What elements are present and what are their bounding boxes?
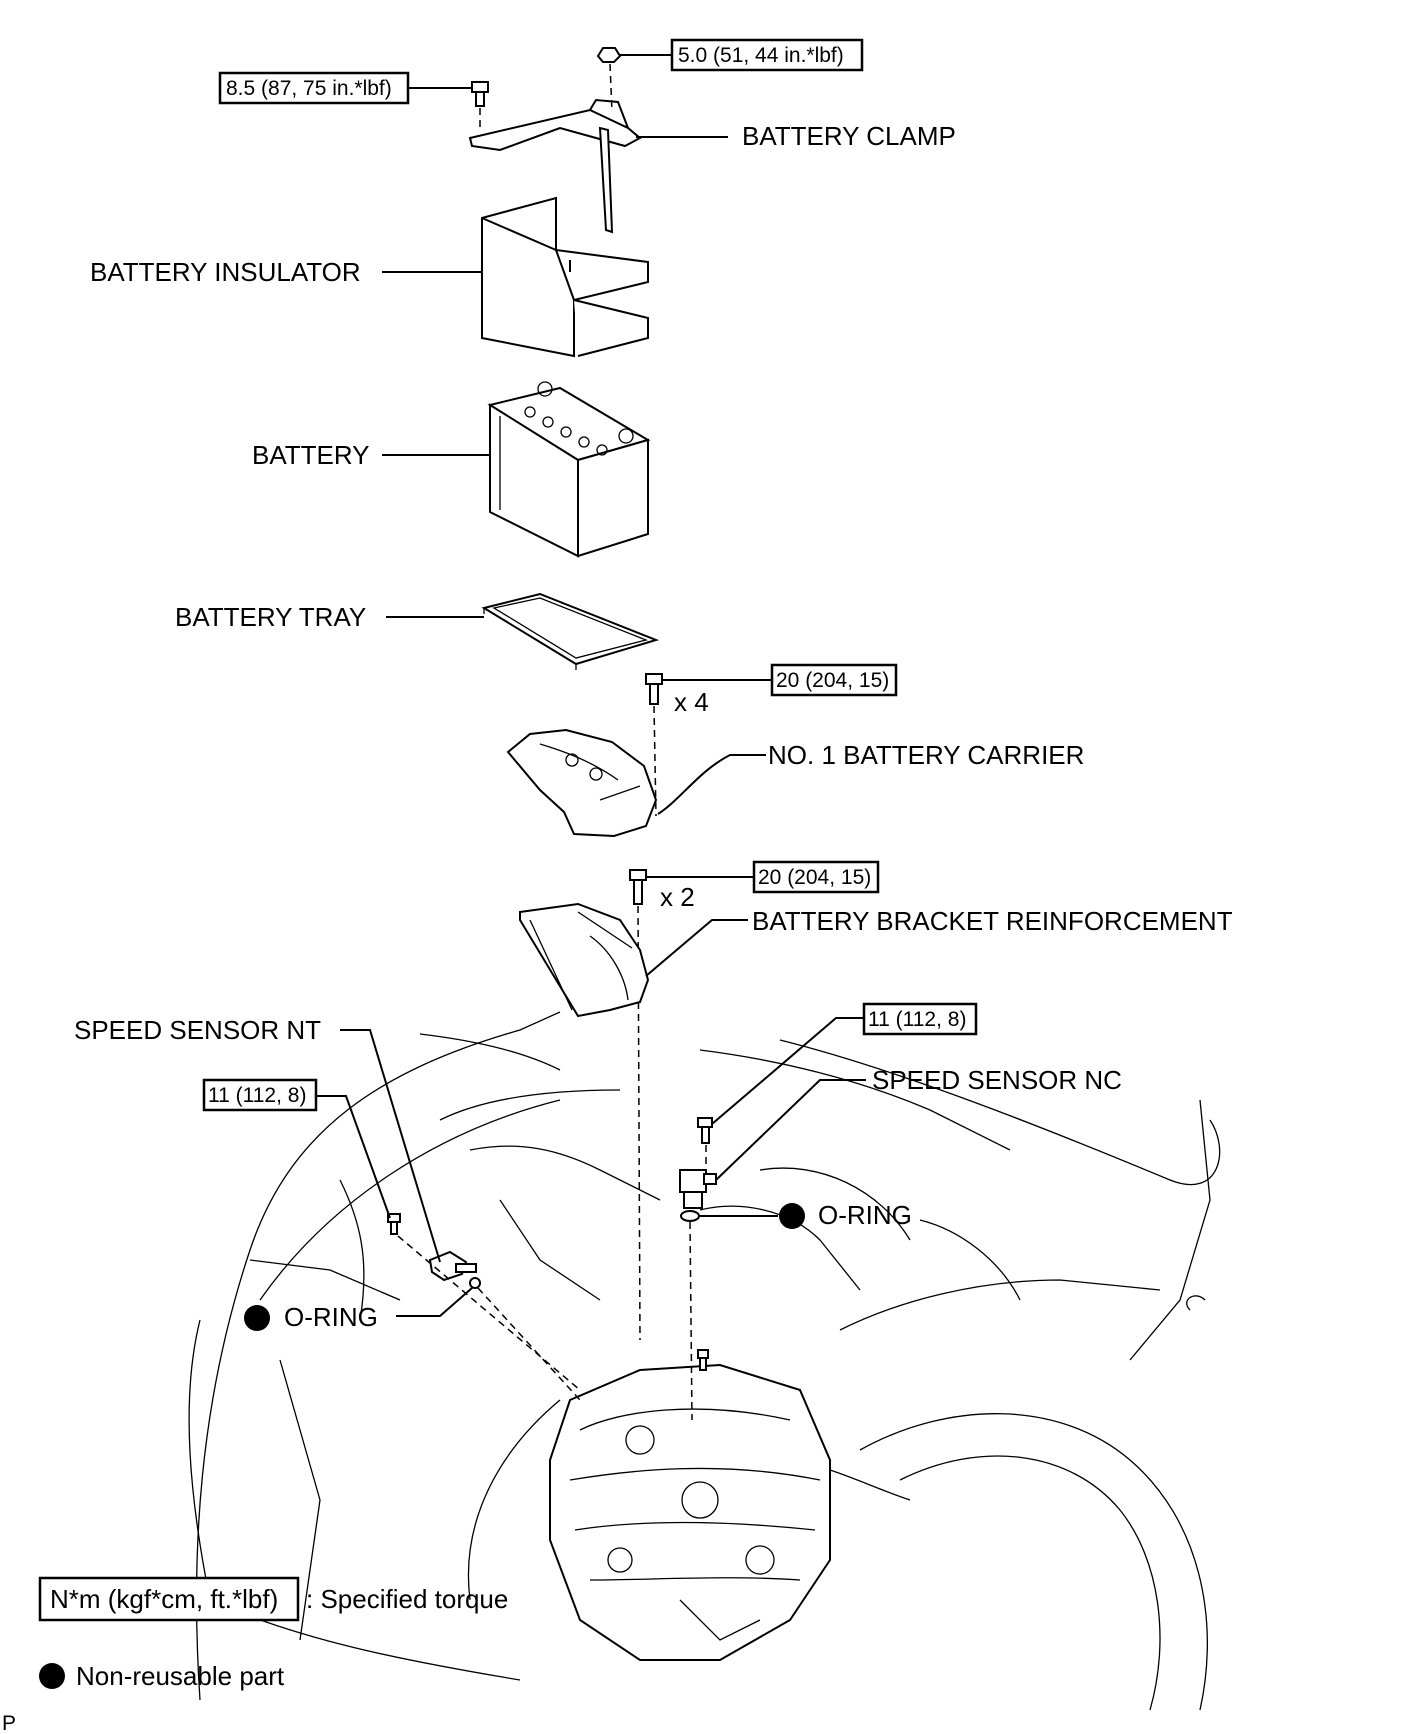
nc-bolt-torque: 11 (112, 8) bbox=[862, 1002, 978, 1036]
nt-bolt bbox=[387, 1213, 401, 1235]
nc-lower-bolt bbox=[697, 1349, 709, 1371]
legend: N*m (kgf*cm, ft.*lbf) : Specified torque… bbox=[38, 1576, 508, 1691]
carrier-bolt-torque: 20 (204, 15) bbox=[770, 663, 898, 697]
clamp-bolt-torque: 8.5 (87, 75 in.*lbf) bbox=[218, 71, 410, 105]
battery bbox=[487, 381, 651, 558]
battery-tray bbox=[481, 592, 660, 670]
reinforcement-bolt-torque: 20 (204, 15) bbox=[752, 860, 880, 894]
clamp-bolt-torque-text: 8.5 (87, 75 in.*lbf) bbox=[226, 77, 392, 100]
nt-bolt-torque: 11 (112, 8) bbox=[202, 1078, 318, 1112]
vehicle-outline bbox=[188, 1011, 1221, 1711]
battery-insulator bbox=[481, 196, 649, 358]
bracket-reinforcement bbox=[519, 902, 650, 1018]
battery-insulator-label: BATTERY INSULATOR bbox=[90, 257, 361, 287]
battery-label: BATTERY bbox=[252, 440, 370, 470]
non-reusable-marker-left bbox=[244, 1305, 270, 1331]
carrier-bolt-torque-text: 20 (204, 15) bbox=[776, 669, 889, 692]
legend-torque-unit: N*m (kgf*cm, ft.*lbf) bbox=[50, 1584, 278, 1614]
bracket-reinforcement-label: BATTERY BRACKET REINFORCEMENT bbox=[752, 906, 1233, 936]
o-ring-right-label: O-RING bbox=[818, 1200, 912, 1230]
legend-non-reusable-icon bbox=[39, 1663, 65, 1689]
clamp-nut-torque-text: 5.0 (51, 44 in.*lbf) bbox=[678, 44, 844, 67]
legend-torque-desc: : Specified torque bbox=[306, 1584, 508, 1614]
clamp-nut-torque: 5.0 (51, 44 in.*lbf) bbox=[670, 38, 864, 72]
battery-carrier bbox=[506, 728, 658, 838]
battery-clamp bbox=[468, 98, 642, 234]
nc-bolt-torque-text: 11 (112, 8) bbox=[868, 1008, 966, 1031]
non-reusable-marker-right bbox=[779, 1203, 805, 1229]
speed-sensor-nt bbox=[428, 1250, 477, 1282]
speed-sensor-nc bbox=[679, 1169, 717, 1209]
legend-non-reusable: Non-reusable part bbox=[76, 1661, 285, 1691]
carrier-qty: x 4 bbox=[674, 687, 709, 717]
reinforcement-qty: x 2 bbox=[660, 882, 695, 912]
speed-sensor-nc-label: SPEED SENSOR NC bbox=[872, 1065, 1122, 1095]
o-ring-left-label: O-RING bbox=[284, 1302, 378, 1332]
o-ring-left-part bbox=[469, 1277, 481, 1289]
clamp-nut bbox=[596, 47, 622, 113]
battery-tray-label: BATTERY TRAY bbox=[175, 602, 366, 632]
figure-code: P bbox=[2, 1712, 16, 1734]
o-ring-right-part bbox=[680, 1210, 700, 1222]
battery-carrier-label: NO. 1 BATTERY CARRIER bbox=[768, 740, 1084, 770]
nt-bolt-torque-text: 11 (112, 8) bbox=[208, 1084, 306, 1107]
speed-sensor-nt-label: SPEED SENSOR NT bbox=[74, 1015, 321, 1045]
clamp-bolt bbox=[471, 81, 489, 132]
nc-bolt bbox=[697, 1117, 713, 1170]
reinforcement-bolt-torque-text: 20 (204, 15) bbox=[758, 866, 871, 889]
transaxle bbox=[549, 1363, 911, 1661]
battery-clamp-label: BATTERY CLAMP bbox=[742, 121, 956, 151]
